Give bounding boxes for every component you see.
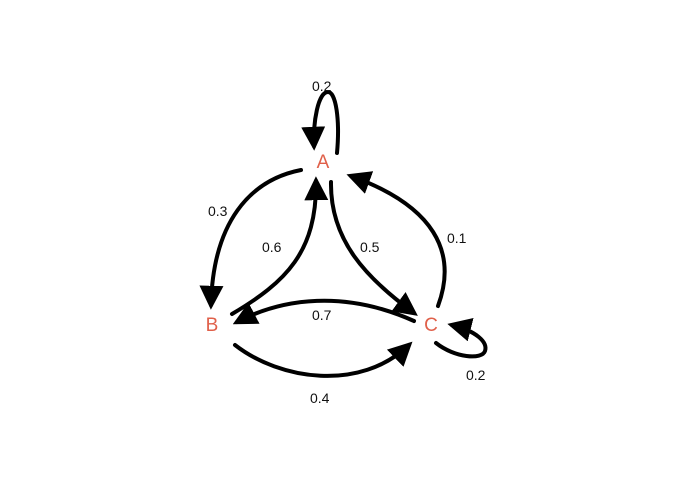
edge-label-c-to-a: 0.1 [447, 230, 467, 246]
edge-c-to-a [346, 171, 447, 308]
edges [199, 89, 488, 378]
node-b: B [206, 315, 219, 336]
edge-label-c-to-b: 0.7 [312, 307, 332, 323]
edge-label-b-to-c: 0.4 [310, 390, 330, 406]
edge-a-to-b [199, 168, 303, 310]
node-c: C [424, 315, 438, 336]
edge-c-to-b [232, 298, 416, 325]
edge-label-a-to-c: 0.5 [360, 239, 380, 255]
edge-a-to-a [301, 89, 340, 155]
edge-label-c-to-c: 0.2 [466, 367, 486, 383]
nodes: A B C [206, 152, 438, 336]
edge-a-to-c [328, 180, 418, 316]
edge-label-a-to-a: 0.2 [312, 78, 332, 94]
edge-label-b-to-a: 0.6 [262, 239, 282, 255]
edge-labels: 0.2 0.3 0.6 0.5 0.1 0.7 0.4 0.2 [208, 78, 486, 406]
edge-c-to-c [434, 318, 488, 359]
edge-b-to-c [233, 341, 413, 378]
node-a: A [317, 152, 330, 173]
edge-label-a-to-b: 0.3 [208, 203, 228, 219]
